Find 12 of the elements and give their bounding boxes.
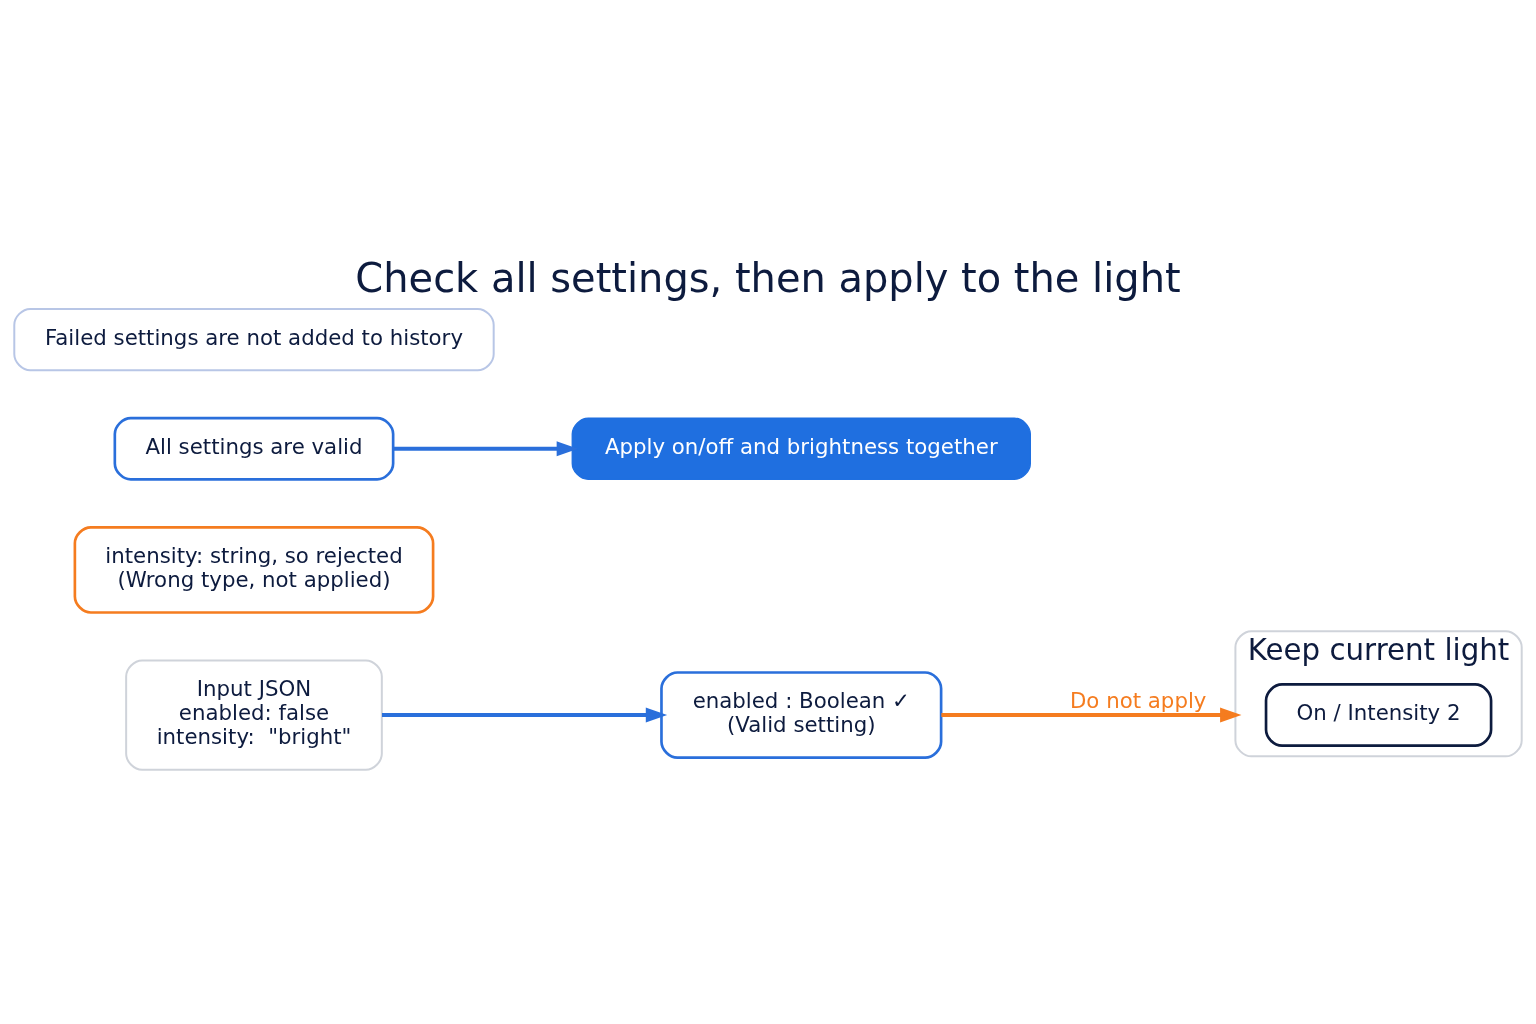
arrow bbox=[941, 707, 1242, 723]
node-box: Input JSON enabled: false intensity: "bright" bbox=[125, 659, 383, 771]
diagram-title: Check all settings, then apply to the light bbox=[355, 254, 1181, 301]
node-box: Failed settings are not added to history bbox=[13, 307, 495, 372]
node-box: Apply on/off and brightness together bbox=[571, 417, 1031, 481]
edge-label: Do not apply bbox=[1069, 688, 1207, 714]
arrow bbox=[393, 441, 578, 457]
node-box: enabled : Boolean ✓ (Valid setting) bbox=[660, 671, 943, 760]
node-box: intensity: string, so rejected (Wrong type, not applied) bbox=[73, 525, 435, 614]
node-box: All settings are valid bbox=[113, 416, 395, 481]
arrow bbox=[382, 707, 668, 723]
node-box: On / Intensity 2 bbox=[1264, 683, 1493, 748]
